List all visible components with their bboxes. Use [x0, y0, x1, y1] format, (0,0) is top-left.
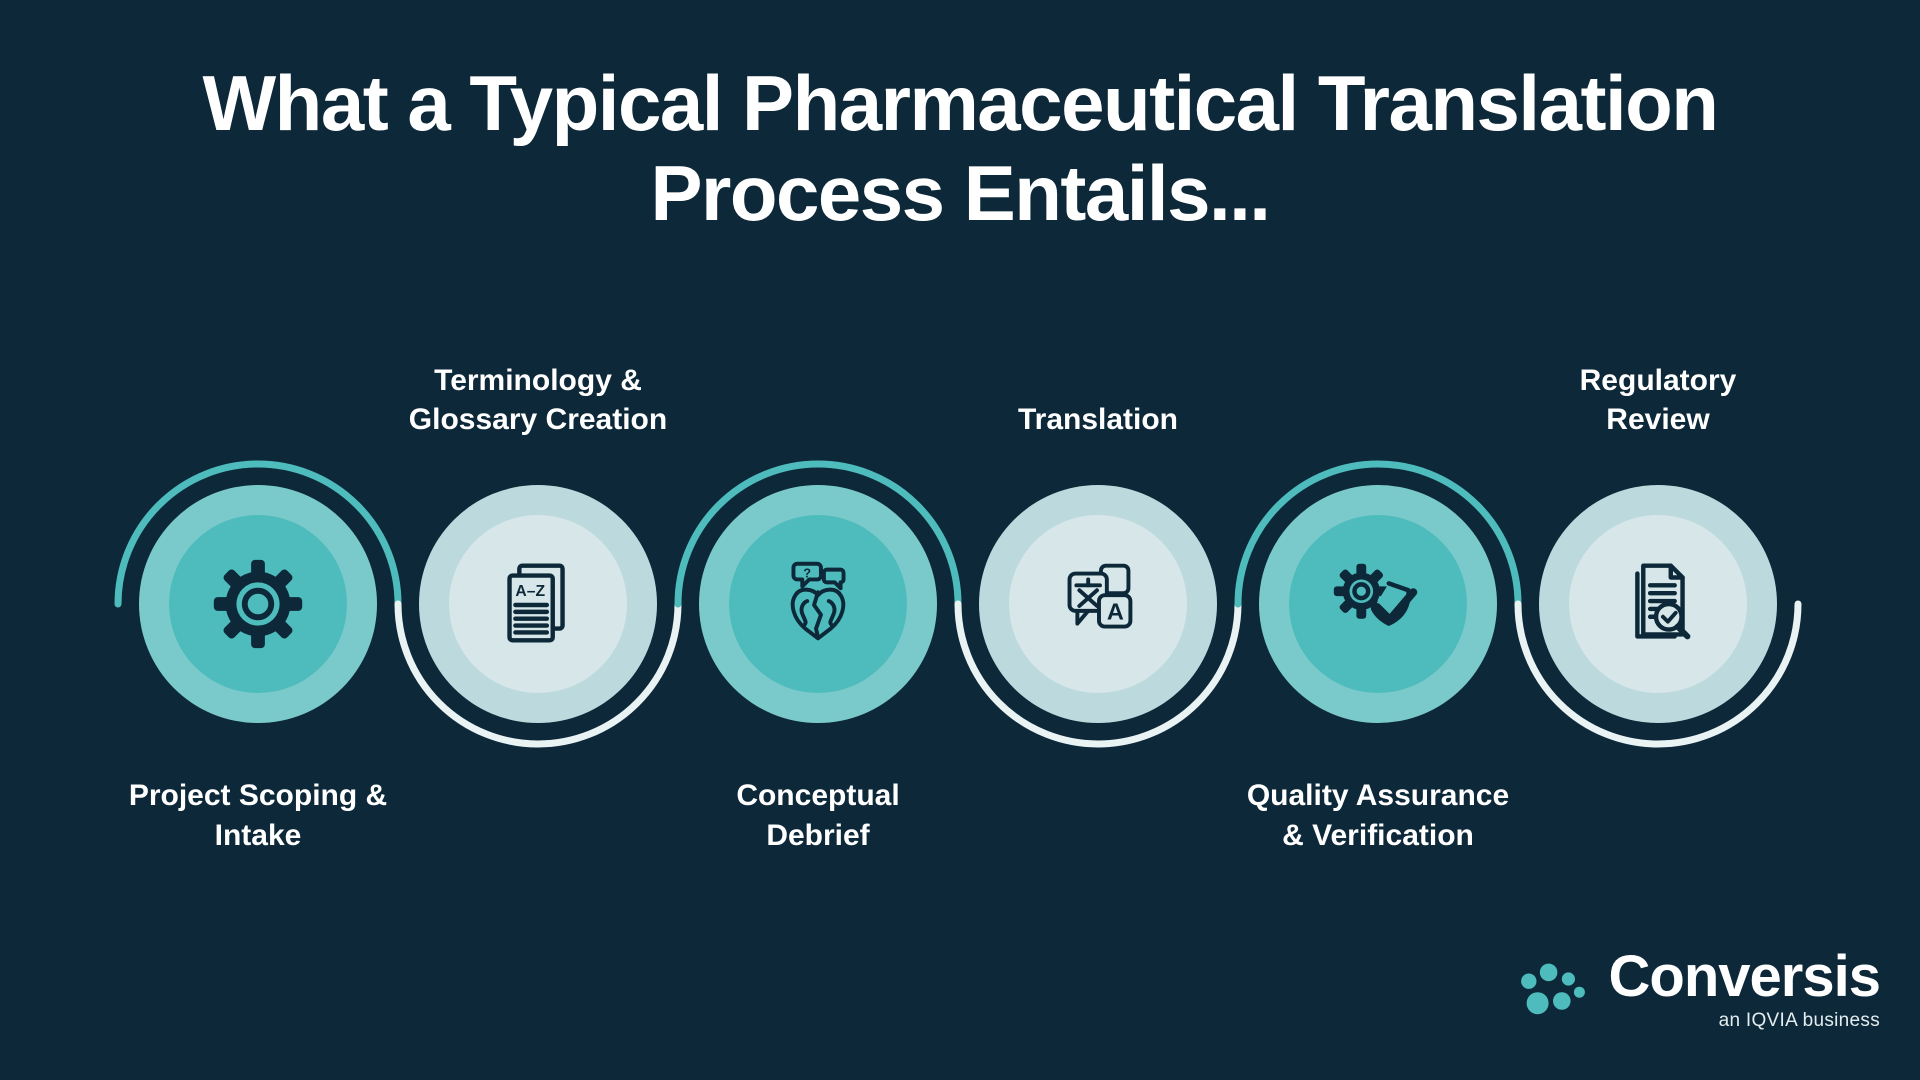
page-title-line2: Process Entails...	[650, 149, 1271, 238]
conversis-logo: Conversis an IQVIA business	[1513, 944, 1881, 1032]
flow-arc-step5	[1234, 460, 1522, 608]
step-circle-inner	[1569, 515, 1747, 693]
glossary-document-icon: A–Z	[507, 563, 565, 643]
flow-arc-step2	[394, 600, 682, 748]
step-circle-conceptual-debrief: ?	[699, 485, 937, 723]
document-magnifier-icon	[1635, 563, 1691, 640]
logo-text: Conversis an IQVIA business	[1608, 944, 1881, 1032]
translation-icon: A	[1067, 563, 1133, 629]
step-label-regulatory-review: Regulatory Review	[1579, 363, 1737, 437]
page-title-line1: What a Typical Pharmaceutical Translatio…	[202, 59, 1719, 147]
svg-text:?: ?	[803, 565, 811, 580]
step-label-conceptual-debrief: Conceptual Debrief	[736, 779, 900, 852]
svg-text:A–Z: A–Z	[515, 583, 545, 600]
step-circle-inner: A–Z	[449, 515, 627, 693]
step-circle-quality-assurance	[1259, 485, 1497, 723]
svg-text:A: A	[1107, 599, 1124, 625]
step-circle-regulatory-review	[1539, 485, 1777, 723]
quality-shield-check-icon	[1333, 563, 1418, 626]
gear-icon	[213, 559, 303, 649]
step-circle-terminology: A–Z	[419, 485, 657, 723]
flow-arc-step6	[1514, 600, 1802, 748]
step-circle-inner: A	[1009, 515, 1187, 693]
step-label-terminology: Terminology & Glossary Creation	[408, 363, 668, 437]
conversis-logo-mark-icon	[1520, 963, 1585, 1015]
step-label-project-scoping: Project Scoping & Intake	[128, 779, 388, 852]
step-circle-inner	[1289, 515, 1467, 693]
step-label-translation: Translation	[1017, 403, 1179, 437]
step-label-quality-assurance: Quality Assurance & Verification	[1246, 779, 1510, 852]
step-circle-translation: A	[979, 485, 1217, 723]
flow-arc-step1	[114, 460, 402, 608]
logo-wordmark: Conversis	[1608, 944, 1881, 1009]
flow-arc-step3	[674, 460, 962, 608]
flow-arc-step4	[954, 600, 1242, 748]
logo-tagline: an IQVIA business	[1718, 1010, 1880, 1031]
page-title: What a Typical Pharmaceutical Translatio…	[0, 58, 1920, 239]
step-circle-inner: ?	[729, 515, 907, 693]
discussion-shield-icon: ?	[790, 561, 846, 641]
step-circle-project-scoping	[139, 485, 377, 723]
step-circle-inner	[169, 515, 347, 693]
